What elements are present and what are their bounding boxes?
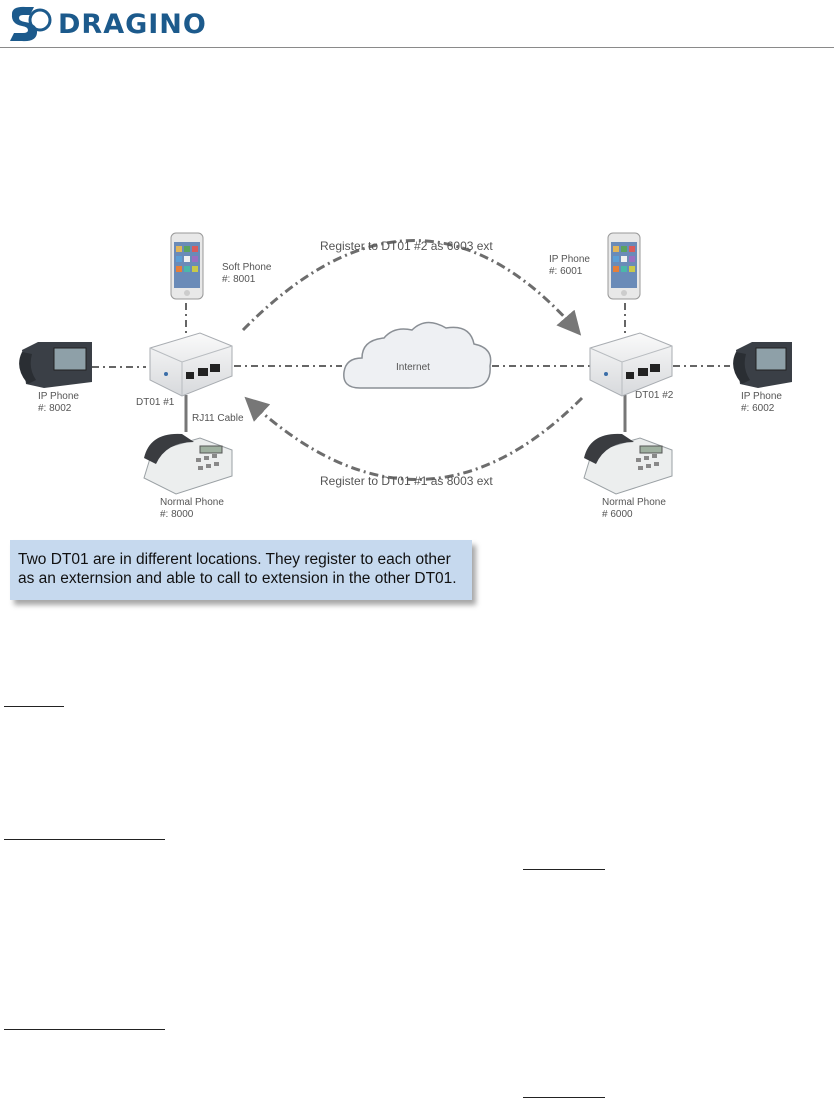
internet-cloud-icon	[343, 321, 492, 389]
ip-phone-desk-right-icon	[733, 342, 792, 388]
soft-phone-icon	[170, 232, 204, 300]
heading-underline-1	[4, 706, 64, 707]
dt01-1-device-icon	[149, 332, 233, 397]
scenario-note: Two DT01 are in different locations. The…	[10, 540, 472, 600]
network-diagram	[19, 232, 792, 495]
ip-phone-desk-left-icon	[19, 342, 92, 388]
top-arc-label: Register to DT01 #2 as 6003 ext	[320, 239, 493, 253]
internet-label: Internet	[396, 362, 430, 373]
heading-underline-3	[523, 869, 605, 870]
scenario-note-text: Two DT01 are in different locations. The…	[18, 551, 457, 587]
normal-phone-right-icon	[583, 433, 673, 495]
heading-underline-5	[523, 1097, 605, 1098]
dt01-1-label: DT01 #1	[136, 397, 175, 408]
ip-phone-right-label: IP Phone#: 6002	[741, 391, 782, 414]
rj11-cable-label: RJ11 Cable	[192, 413, 244, 424]
dt01-2-device-icon	[589, 332, 673, 397]
ip-phone-left-label: IP Phone#: 8002	[38, 391, 79, 414]
dt01-2-label: DT01 #2	[635, 390, 674, 401]
heading-underline-2	[4, 839, 165, 840]
bottom-register-arc	[244, 396, 584, 481]
brand-name: DRAGINO	[58, 9, 207, 40]
dragino-logo-icon	[10, 6, 52, 42]
normal-phone-left-label: Normal Phone#: 8000	[160, 497, 224, 520]
ip-phone-mobile-label: IP Phone#: 6001	[549, 254, 590, 277]
bottom-arc-label: Register to DT01 #1 as 8003 ext	[320, 474, 493, 488]
soft-phone-label: Soft Phone#: 8001	[222, 262, 272, 285]
page-header: DRAGINO	[0, 0, 837, 48]
top-register-arc	[241, 239, 582, 336]
heading-underline-4	[4, 1029, 165, 1030]
normal-phone-right-label: Normal Phone# 6000	[602, 497, 666, 520]
header-divider	[0, 47, 834, 48]
normal-phone-left-icon	[143, 433, 233, 495]
ip-phone-mobile-icon	[607, 232, 641, 300]
